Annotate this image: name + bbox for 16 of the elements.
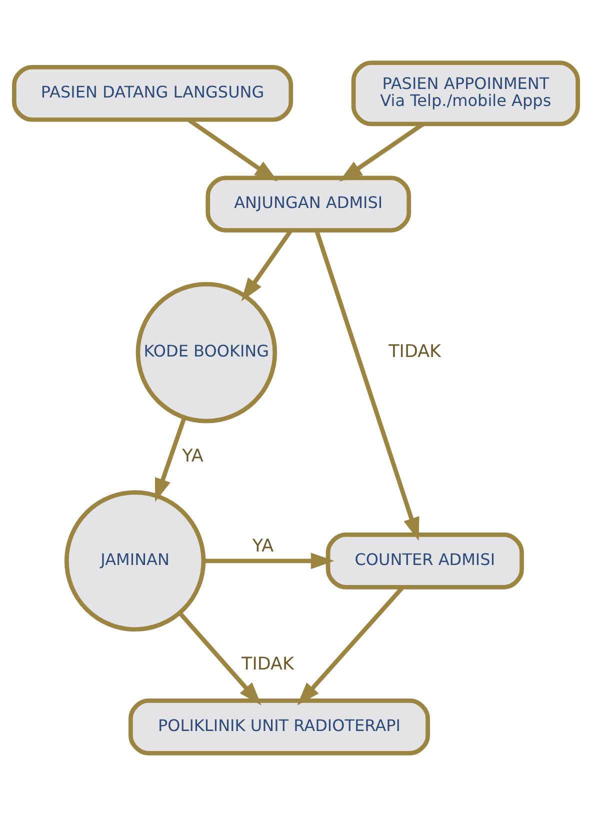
arrow xyxy=(241,230,292,302)
arrow xyxy=(178,612,262,706)
node-box: POLIKLINIK UNIT RADIOTERAPI xyxy=(128,698,430,756)
node-box: ANJUNGAN ADMISI xyxy=(206,176,412,232)
edge-label: TIDAK xyxy=(388,342,442,362)
edge-label: TIDAK xyxy=(242,654,294,675)
edge-label: YA xyxy=(182,446,204,466)
edge-label: YA xyxy=(252,536,274,557)
node-box: PASIEN APPOINMENT Via Telp./mobile Apps xyxy=(351,60,580,126)
arrow xyxy=(314,230,420,541)
node-circle: JAMINAN xyxy=(64,490,206,632)
node-box: COUNTER ADMISI xyxy=(326,532,524,590)
arrow xyxy=(155,417,186,502)
node-circle: KODE BOOKING xyxy=(136,282,278,424)
arrow xyxy=(204,552,334,570)
node-box: PASIEN DATANG LANGSUNG xyxy=(12,65,294,122)
